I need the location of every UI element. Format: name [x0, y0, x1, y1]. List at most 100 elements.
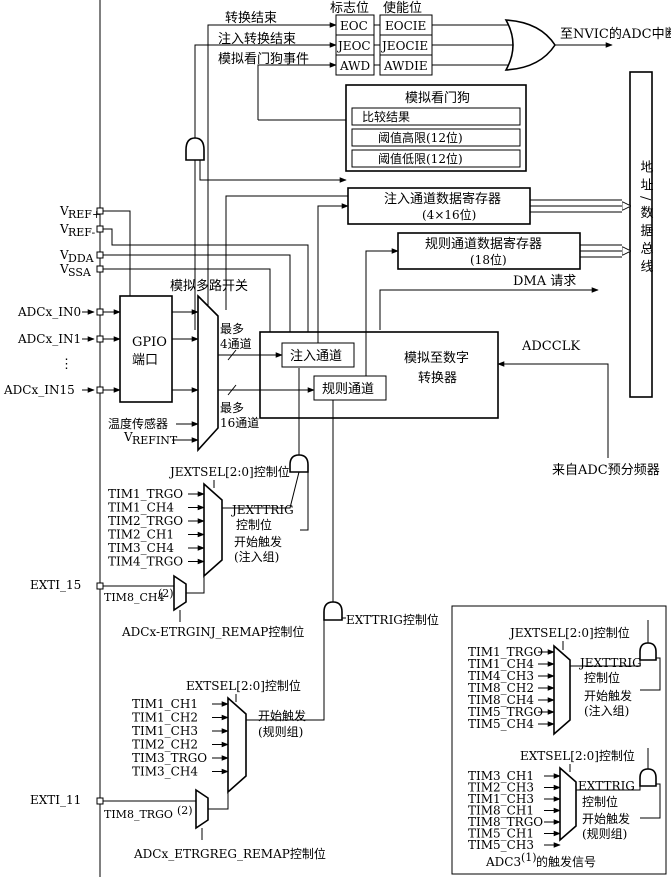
enables-header: 使能位	[383, 0, 422, 16]
adc3-reg-start-1: 开始触发	[582, 811, 630, 826]
adc3-inj-start-1: 开始触发	[584, 688, 632, 703]
event-awd: 模拟看门狗事件	[218, 51, 309, 67]
trigger-source: TIM3_CH4	[108, 541, 174, 555]
nvic-label: 至NVIC的ADC中断	[560, 26, 671, 42]
inj-reg-line1: 注入通道数据寄存器	[384, 191, 501, 207]
adc3-caption: ADC3	[485, 855, 521, 869]
trigger-source: TIM1_CH3	[468, 792, 534, 806]
trigger-source: TIM2_TRGO	[108, 514, 183, 528]
reg-tim8: TIM8_TRGO	[104, 808, 173, 821]
pin-in15: ADCx_IN15	[3, 383, 75, 397]
reg-remap-label: ADCx_ETRGREG_REMAP控制位	[133, 846, 326, 861]
inj-remap-mux	[173, 574, 187, 612]
event-inj-conv-end: 注入转换结束	[218, 32, 296, 47]
reg-exttrig-label: EXTTRIG控制位	[346, 612, 439, 627]
reg-trigger-mux	[227, 696, 247, 794]
max4-line2: 4通道	[220, 337, 252, 351]
pin-vref-plus: V	[59, 204, 69, 218]
trigger-source: TIM4_CH3	[468, 669, 534, 683]
analog-mux	[197, 294, 219, 453]
adc3-reg-and	[639, 768, 657, 787]
adc3-exttrig-1: EXTTRIG	[578, 779, 635, 793]
trigger-source: TIM1_CH4	[468, 657, 534, 671]
inj-tim8: TIM8_CH4	[104, 591, 164, 604]
pin-vdda-sub: DDA	[68, 252, 95, 265]
flags-header: 标志位	[330, 1, 369, 16]
adcclk-label: ADCCLK	[521, 339, 580, 354]
event-conv-end: 转换结束	[225, 11, 277, 26]
reg-start-1: 开始触发	[258, 708, 306, 723]
dma-label: DMA 请求	[513, 274, 576, 289]
max4-line1: 最多	[220, 322, 244, 336]
adc3-caption-sup: (1)	[521, 851, 537, 864]
adc3-inj-and	[639, 642, 657, 661]
reg-channel-label: 规则通道	[322, 382, 374, 397]
flag-eoc: EOC	[340, 19, 368, 33]
inj-reg-line2: (4×16位)	[422, 207, 476, 222]
pin-in0: ADCx_IN0	[17, 305, 81, 319]
adc3-jexttrig-2: 控制位	[584, 670, 620, 685]
mux-label: 模拟多路开关	[170, 278, 248, 294]
flag-awd: AWD	[339, 59, 370, 73]
address-data-bus	[629, 71, 653, 398]
bus-label: 地址/数据总线	[638, 160, 654, 277]
inj-jexttrig-1: JEXTTRIG	[230, 503, 294, 517]
pin-vssa-sub: SSA	[68, 266, 92, 279]
trigger-source: TIM3_TRGO	[132, 751, 207, 765]
inj-remap-label: ADCx-ETRGINJ_REMAP控制位	[121, 624, 304, 639]
trigger-source: TIM8_TRGO	[468, 815, 543, 829]
adc3-inj-start-2: (注入组)	[584, 703, 629, 718]
max16-line1: 最多	[220, 401, 244, 415]
and-gate-inj	[289, 454, 309, 473]
max16-line2: 16通道	[220, 416, 259, 430]
watchdog-title: 模拟看门狗	[405, 90, 470, 106]
pin-exti11: EXTI_11	[30, 793, 81, 807]
enable-jeocie: JEOCIE	[380, 39, 428, 53]
enable-awdie: AWDIE	[383, 59, 428, 73]
pin-dots: ⋮	[60, 357, 73, 372]
reg-data-register	[397, 232, 581, 270]
pin-vdda: V	[59, 248, 69, 262]
trigger-source: TIM4_TRGO	[108, 555, 183, 569]
adc-label-line1: 模拟至数字	[404, 351, 469, 366]
adc3-trigger-box	[451, 605, 667, 875]
trigger-source: TIM5_TRGO	[468, 705, 543, 719]
trigger-source: TIM8_CH1	[468, 804, 534, 818]
trigger-source: TIM2_CH2	[132, 738, 198, 752]
inj-trigger-mux	[203, 482, 223, 578]
trigger-source: TIM8_CH4	[468, 693, 534, 707]
gpio-block	[119, 295, 173, 403]
reg-tim8-sup: (2)	[177, 804, 193, 817]
pin-vssa: V	[59, 262, 69, 276]
pin-vref-plus-sub: REF+	[68, 208, 101, 221]
trigger-source: TIM1_CH2	[132, 711, 198, 725]
and-gate-reg	[323, 601, 343, 621]
adc3-exttrig-2: 控制位	[582, 794, 618, 809]
adc3-inj-mux	[553, 644, 571, 736]
adc3-reg-mux	[559, 766, 577, 842]
pin-exti15: EXTI_15	[30, 578, 81, 592]
trigger-source: TIM1_CH3	[132, 724, 198, 738]
trigger-source: TIM1_CH4	[108, 501, 174, 515]
trigger-source: TIM3_CH4	[132, 765, 198, 779]
adc3-caption-tail: 的触发信号	[536, 854, 596, 869]
reg-start-2: (规则组)	[258, 724, 303, 739]
inj-sel-label: JEXTSEL[2:0]控制位	[168, 464, 290, 479]
vrefint-label: V	[123, 430, 133, 444]
trigger-source: TIM5_CH3	[468, 838, 534, 852]
adc3-reg-sel: EXTSEL[2:0]控制位	[520, 748, 635, 763]
reg-reg-line1: 规则通道数据寄存器	[425, 236, 542, 252]
inj-channel-box	[281, 342, 355, 368]
enable-eocie: EOCIE	[385, 19, 426, 33]
watchdog-compare: 比较结果	[362, 109, 410, 124]
trigger-source: TIM2_CH1	[108, 528, 174, 542]
inj-start-2: (注入组)	[234, 549, 279, 564]
flag-jeoc: JEOC	[336, 39, 371, 53]
trigger-source: TIM8_CH2	[468, 681, 534, 695]
adc3-jexttrig-1: JEXTTRIG	[578, 656, 642, 670]
gpio-line2: 端口	[132, 353, 158, 368]
trigger-source: TIM5_CH1	[468, 827, 534, 841]
prescaler-label: 来自ADC预分频器	[552, 463, 660, 478]
pin-vref-minus-sub: REF-	[68, 226, 95, 239]
adc3-inj-sel: JEXTSEL[2:0]控制位	[508, 625, 630, 640]
